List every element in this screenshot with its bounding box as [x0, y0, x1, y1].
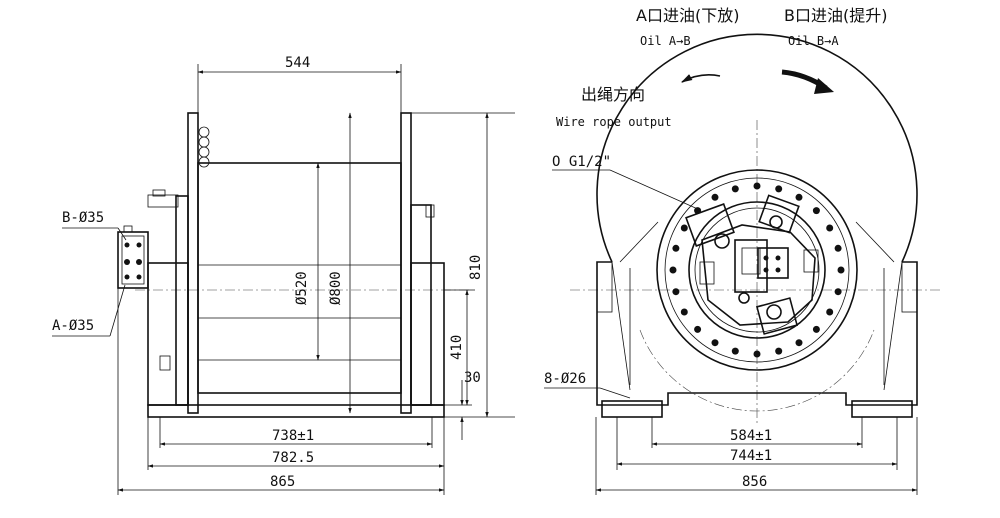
flange-bolt-icon	[834, 244, 842, 252]
side-view: 544 Ø520 Ø800 810 410 30 B-Ø35 A-Ø35	[52, 55, 515, 495]
lowering-arrow-icon	[681, 74, 721, 83]
dim-base-thickness: 30	[464, 370, 481, 386]
flange-bolt-icon	[672, 244, 680, 252]
dim-738: 738±1	[272, 428, 314, 444]
spring-coil-icon	[198, 126, 210, 168]
flange-bolt-icon	[731, 185, 739, 193]
flange-bolt-icon	[731, 347, 739, 355]
dim-782: 782.5	[272, 450, 314, 466]
dim-584: 584±1	[730, 428, 772, 444]
oil-port-label: O G1/2"	[552, 154, 611, 170]
dim-flange-diameter: Ø800	[328, 271, 344, 305]
flange-bolt-icon	[680, 308, 688, 316]
flange-bolt-icon	[753, 350, 761, 358]
mount-holes-label: 8-Ø26	[544, 371, 586, 387]
flange-bolt-icon	[672, 288, 680, 296]
dim-center-height: 410	[449, 335, 465, 360]
dim-865: 865	[270, 474, 295, 490]
port-a-title: A口进油(下放)	[636, 6, 739, 25]
flange-bolt-icon	[795, 193, 803, 201]
flange-bolt-icon	[711, 193, 719, 201]
flange-bolt-icon	[826, 224, 834, 232]
flange-bolt-icon	[680, 224, 688, 232]
hydraulic-motor-block	[117, 189, 179, 289]
port-a-subtitle: Oil A→B	[640, 34, 691, 48]
lifting-arrowhead-icon	[814, 78, 834, 94]
flange-bolt-icon	[826, 308, 834, 316]
flange-bolt-icon	[775, 347, 783, 355]
dim-drum-width: 544	[285, 55, 310, 71]
flange-bolt-icon	[812, 325, 820, 333]
flange-bolt-icon	[812, 207, 820, 215]
hydraulic-motor-end	[685, 194, 819, 335]
end-view: O G1/2" 8-Ø26 584±1 744±1 856	[544, 33, 940, 495]
port-b-label: B-Ø35	[62, 210, 104, 226]
port-b-title: B口进油(提升)	[784, 6, 887, 25]
dim-drum-diameter: Ø520	[294, 271, 310, 305]
flange-bolt-icon	[795, 339, 803, 347]
flange-bolt-icon	[694, 325, 702, 333]
flange-bolt-icon	[837, 266, 845, 274]
port-a-label: A-Ø35	[52, 318, 94, 334]
oil-direction-legend: A口进油(下放) Oil A→B B口进油(提升) Oil B→A 出绳方向 W…	[556, 6, 887, 129]
port-b-subtitle: Oil B→A	[788, 34, 839, 48]
dim-744: 744±1	[730, 448, 772, 464]
dim-856: 856	[742, 474, 767, 490]
flange-bolt-icon	[711, 339, 719, 347]
flange-bolt-icon	[775, 185, 783, 193]
flange-bolt-icon	[753, 182, 761, 190]
rope-direction-title: 出绳方向	[581, 85, 645, 104]
flange-bolt-icon	[669, 266, 677, 274]
flange-bolt-icon	[834, 288, 842, 296]
dim-total-height: 810	[468, 255, 484, 280]
flange-bolt-ring	[669, 182, 845, 358]
